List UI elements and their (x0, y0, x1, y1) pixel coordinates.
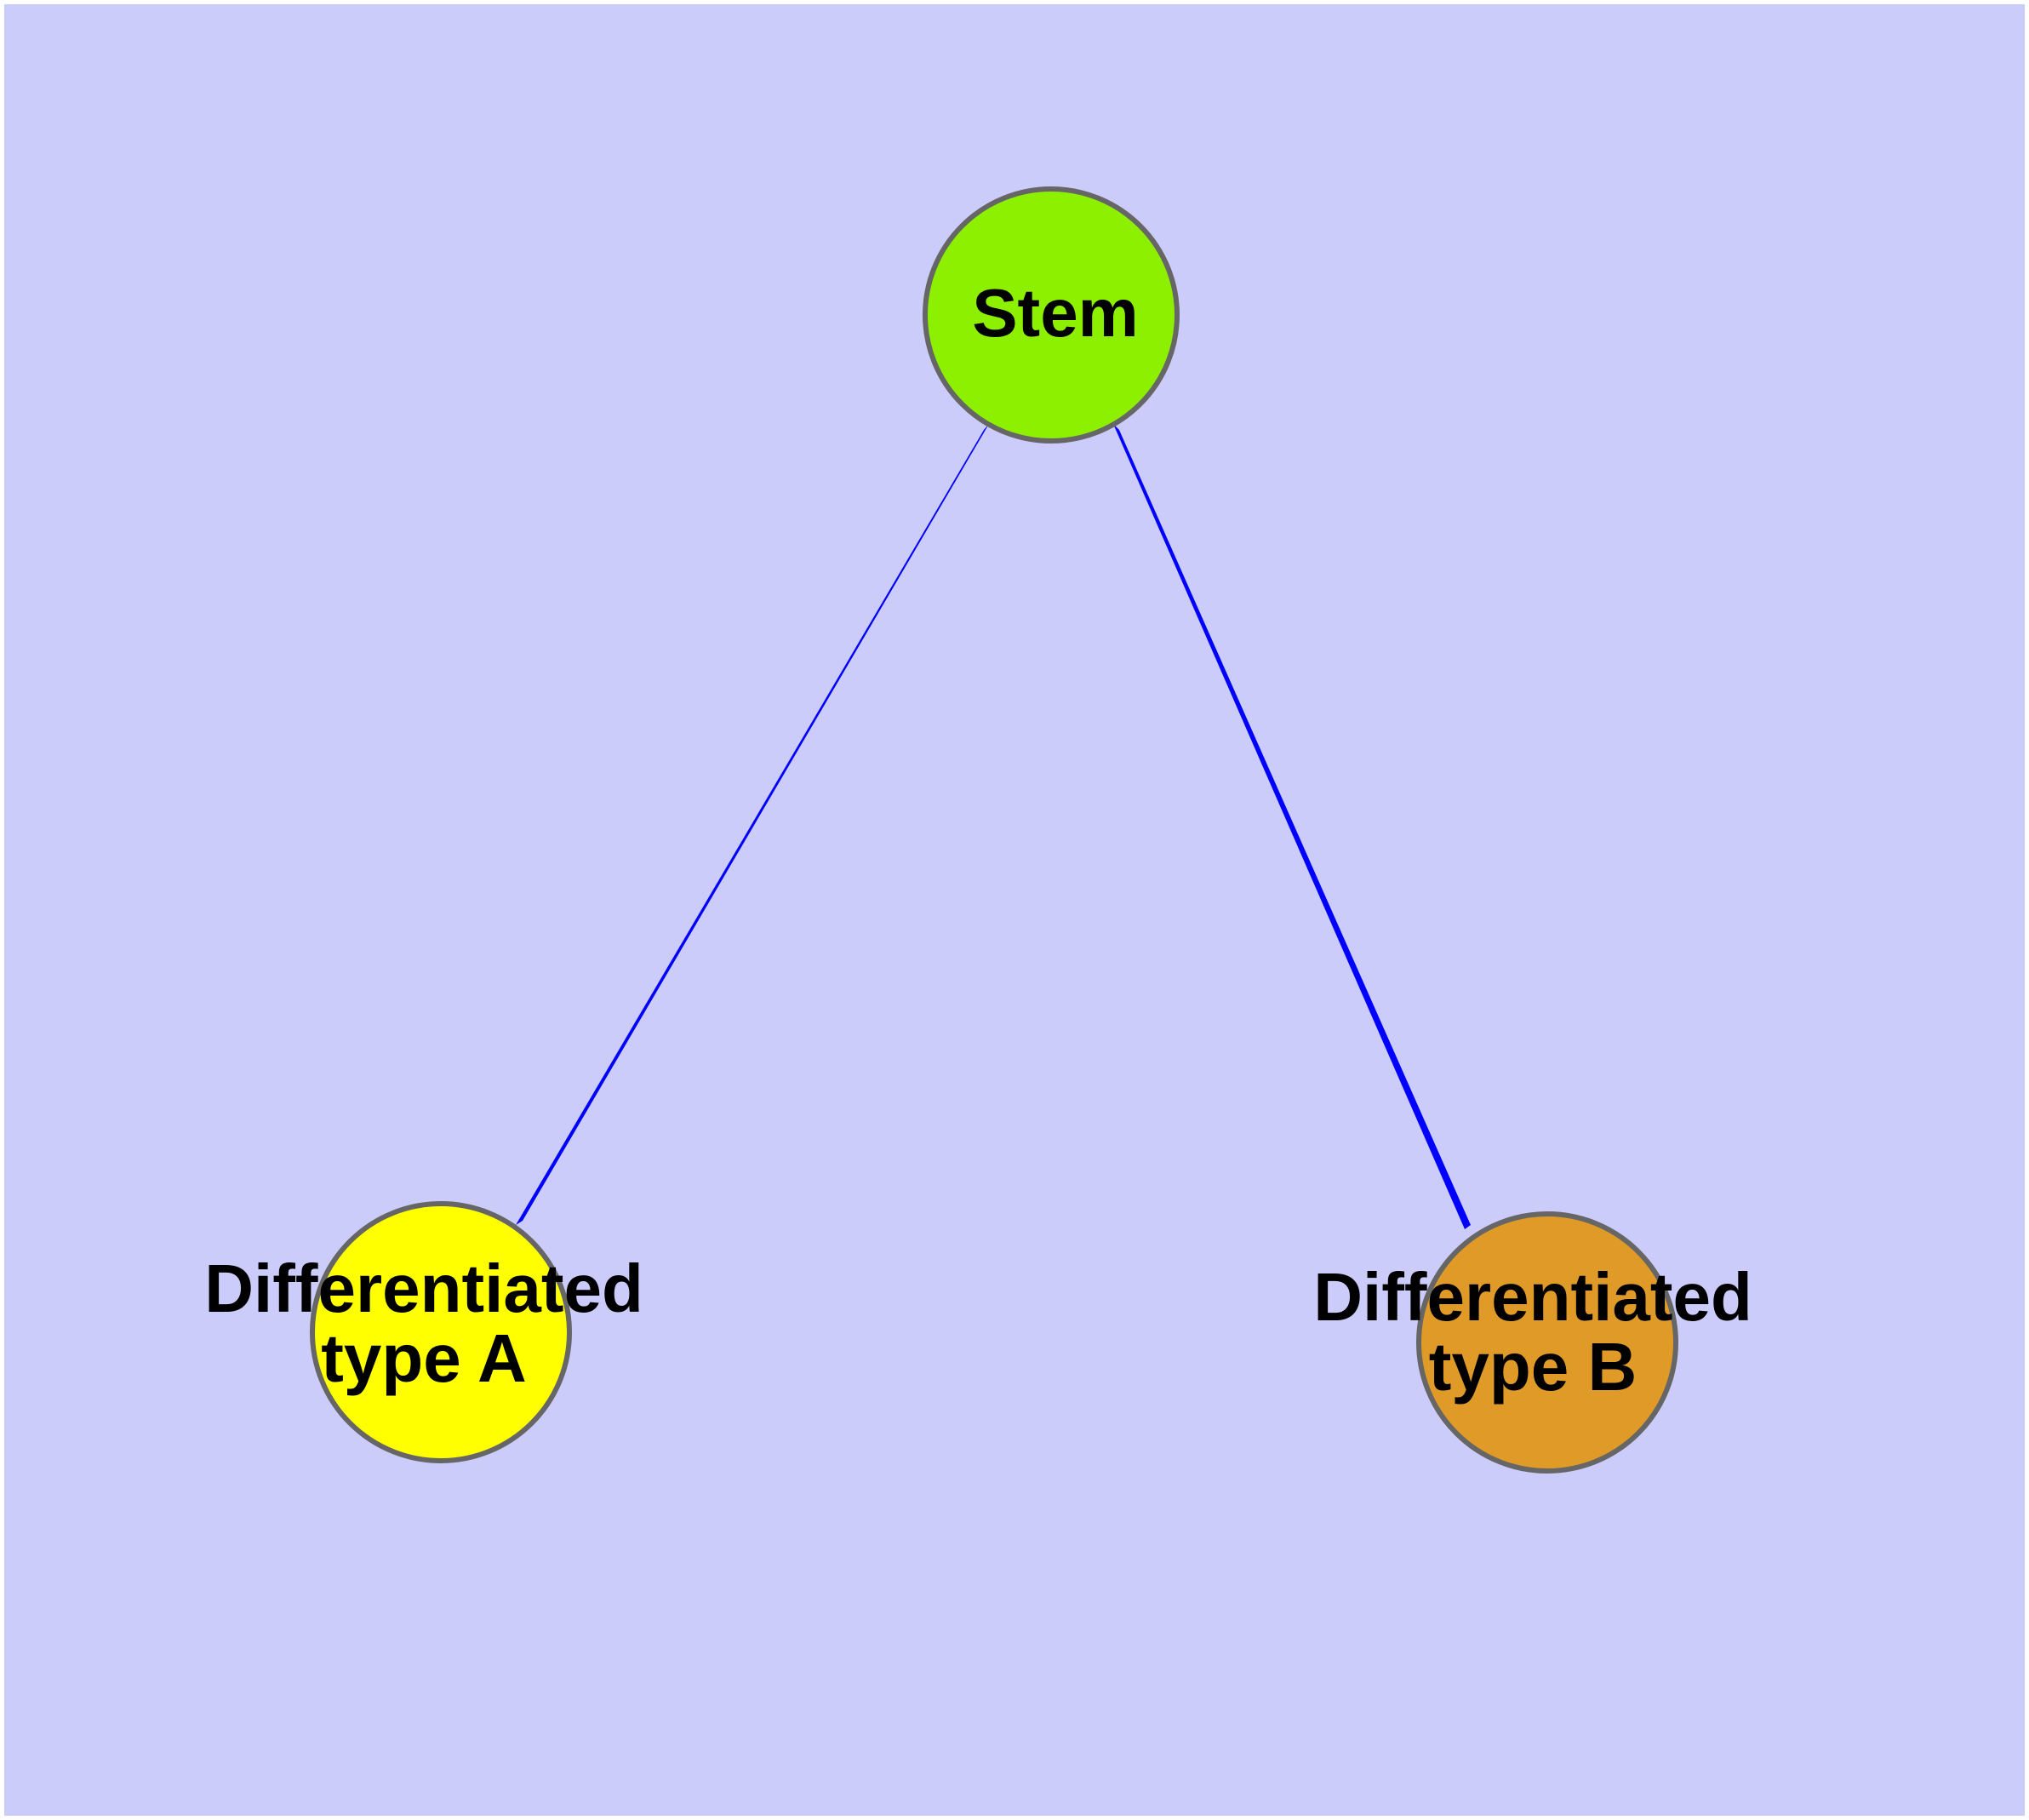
node-differentiated-type-b[interactable] (1416, 1211, 1678, 1474)
edge-layer (516, 424, 1471, 1229)
node-differentiated-type-a[interactable] (310, 1201, 572, 1463)
node-stem[interactable] (923, 186, 1180, 444)
node-layer (310, 186, 1678, 1474)
edge-stem-diff-b[interactable] (1113, 424, 1471, 1229)
graph-svg (310, 186, 1678, 1474)
diagram-canvas: Stem Differentiated type A Differentiate… (4, 4, 2025, 1816)
edge-stem-diff-a[interactable] (516, 424, 989, 1225)
